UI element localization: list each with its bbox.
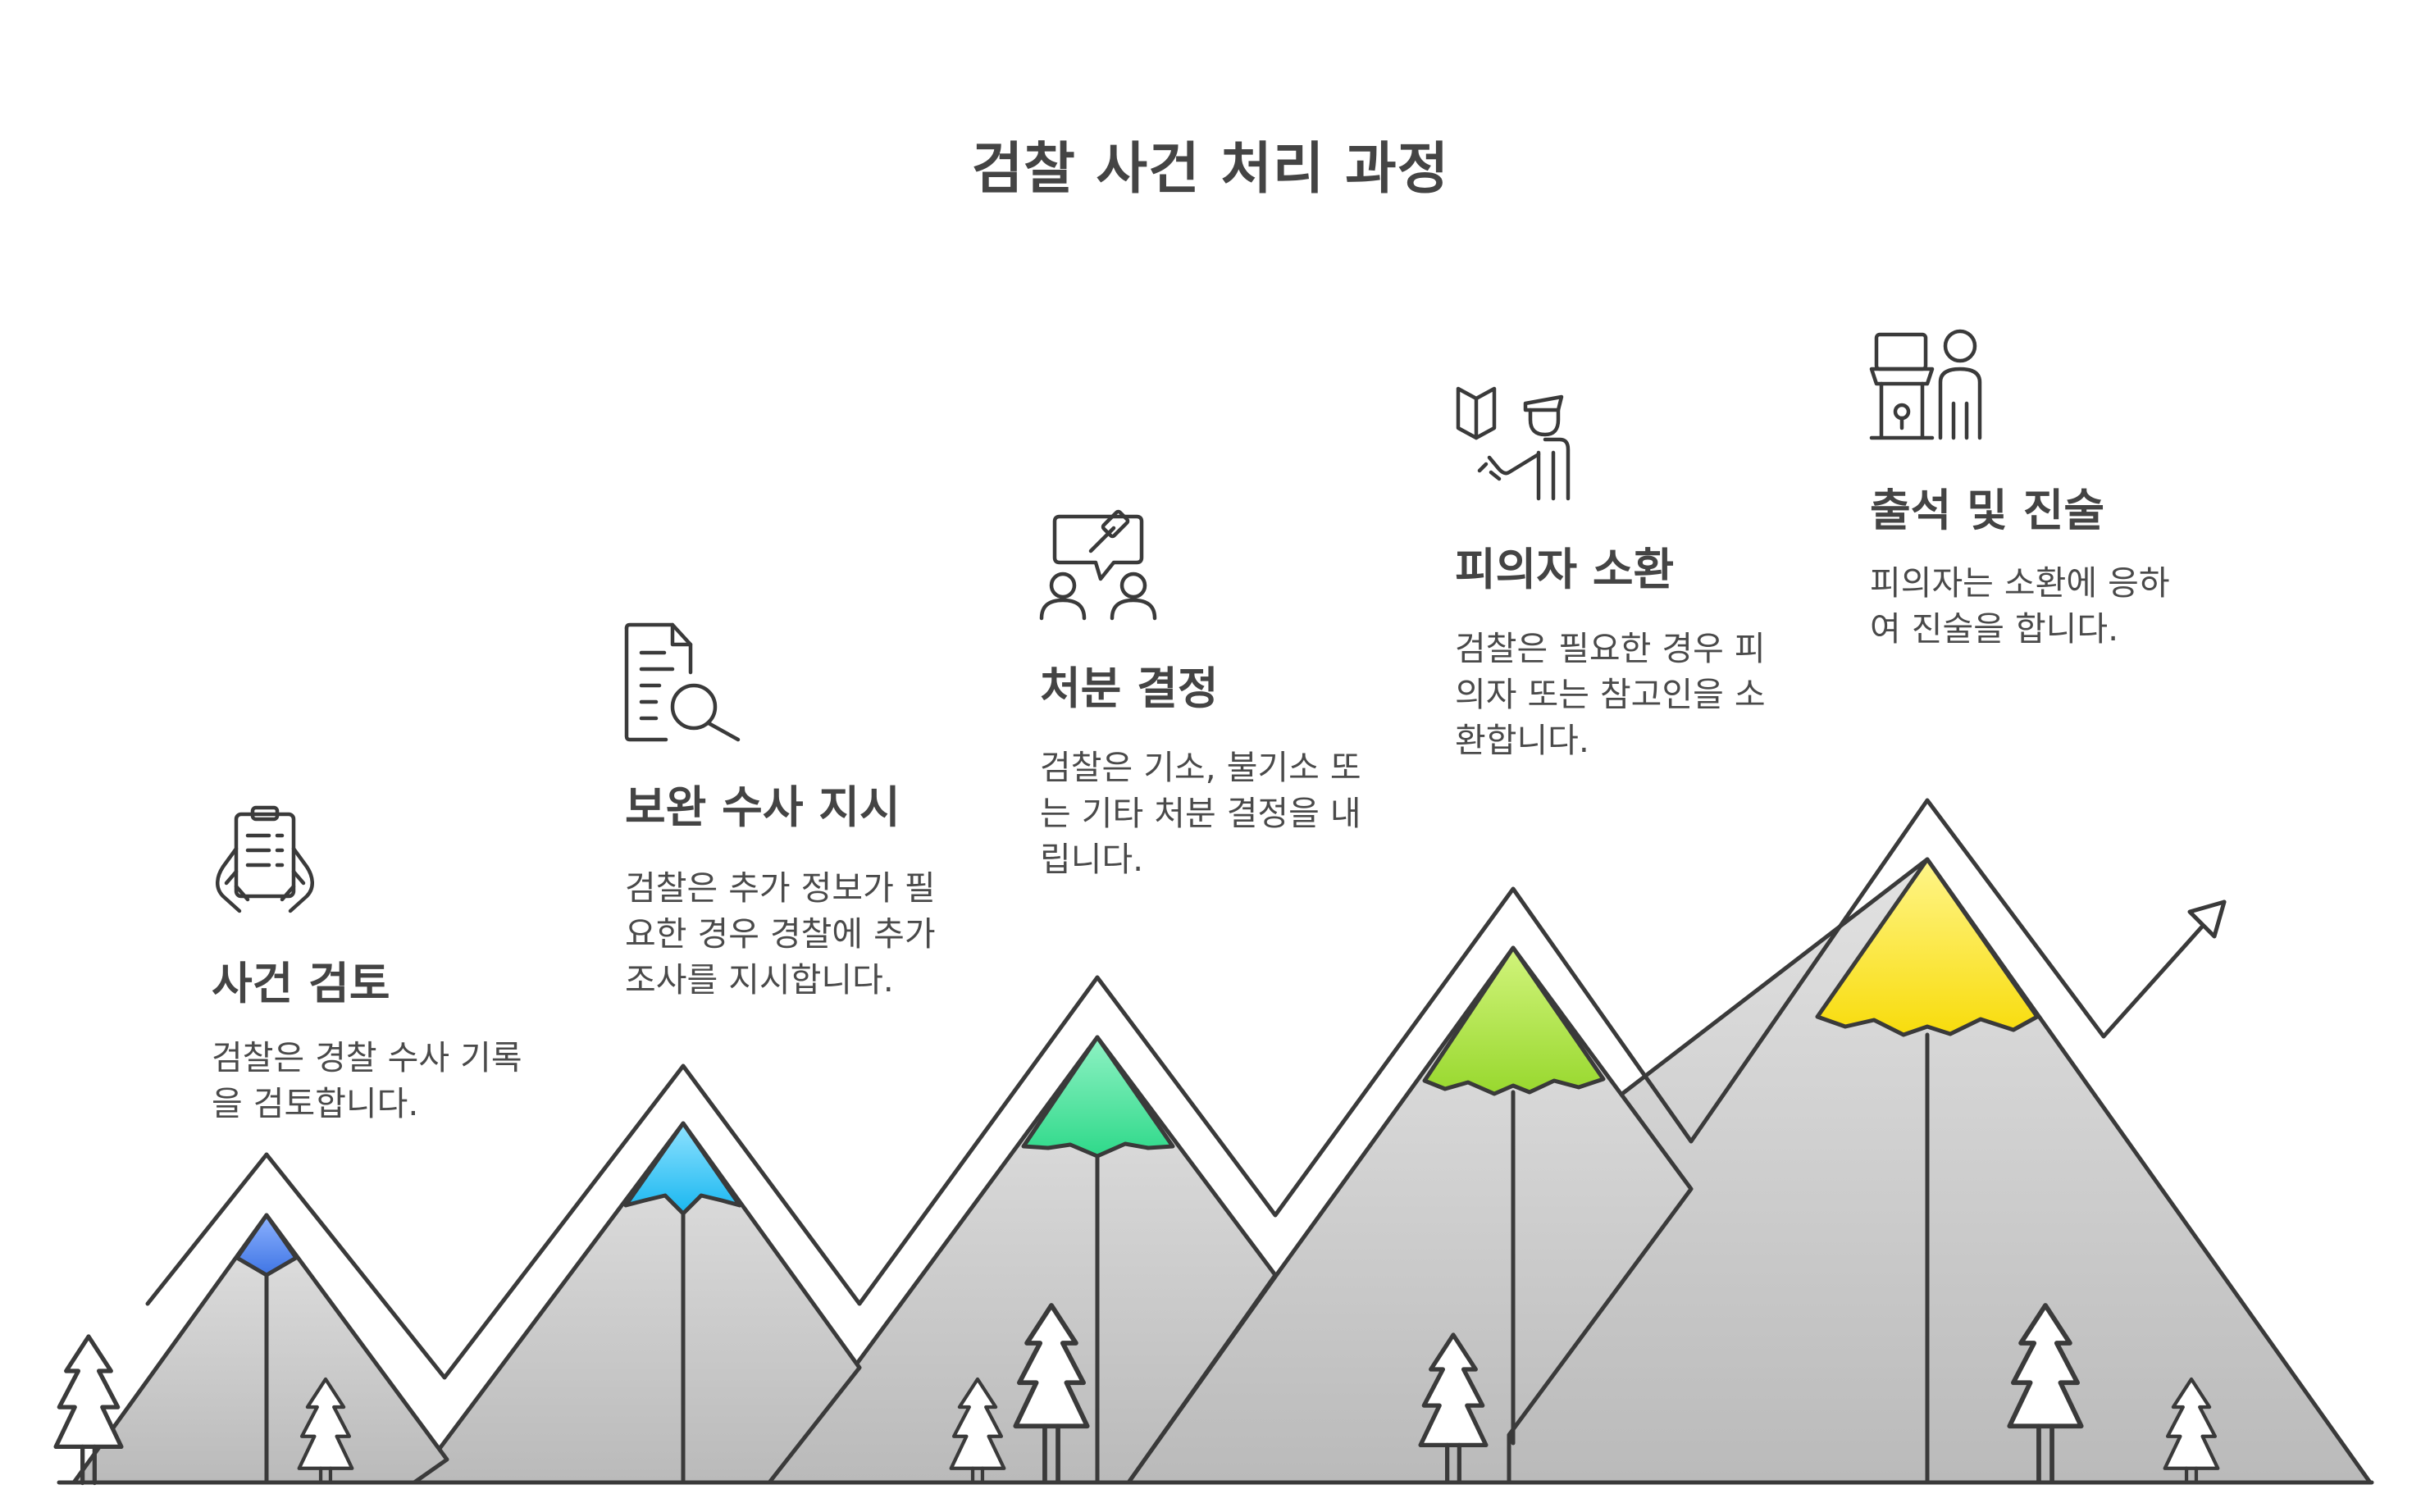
step-1-description: 검찰은 경찰 수사 기록 을 검토합니다. [212, 1035, 522, 1127]
tree-3 [949, 1377, 1006, 1484]
zigzag-line [145, 798, 2227, 1380]
step-4-desc-line: 환합니다. [1455, 721, 1589, 760]
step-3-description: 검찰은 기소, 불기소 또 는 기타 처분 결정을 내 립니다. [1040, 745, 1361, 882]
arrow-head-icon [2187, 899, 2227, 939]
step-4-description: 검찰은 필요한 경우 피 의자 또는 참고인을 소 환합니다. [1455, 626, 1766, 763]
mountain-2-peak [623, 1121, 742, 1216]
step-4-desc-line: 검찰은 필요한 경우 피 [1455, 629, 1766, 668]
step-3-title: 처분 결정 [1040, 663, 1219, 714]
step-2-description: 검찰은 추가 정보가 필 요한 경우 경찰에 추가 조사를 지시합니다. [625, 865, 936, 1003]
witness-stand-icon [1869, 329, 1982, 440]
mountain-4-peak [1422, 945, 1606, 1096]
step-4-desc-line: 의자 또는 참고인을 소 [1455, 675, 1766, 714]
step-2-title: 보완 수사 지시 [625, 781, 900, 833]
tree-7 [2163, 1377, 2220, 1484]
mountain-2 [412, 1121, 862, 1485]
step-4-title: 피의자 소환 [1455, 544, 1675, 595]
step-3-desc-line: 립니다. [1040, 840, 1144, 879]
document-search-icon [624, 622, 741, 742]
step-5-description: 피의자는 소환에 응하 여 진술을 합니다. [1870, 560, 2170, 652]
mountain-3 [767, 1035, 1278, 1485]
step-3-desc-line: 는 기타 처분 결정을 내 [1040, 794, 1361, 833]
document-in-hands-icon [216, 805, 314, 913]
step-1-desc-line: 검찰은 경찰 수사 기록 [212, 1038, 522, 1077]
step-5-desc-line: 여 진술을 합니다. [1870, 609, 2119, 649]
step-1-title: 사건 검토 [212, 958, 390, 1009]
gavel-discussion-icon [1039, 509, 1157, 621]
step-2-desc-line: 조사를 지시합니다. [625, 960, 894, 1000]
tree-4 [1013, 1303, 1090, 1484]
tree-5 [1418, 1332, 1489, 1484]
step-2-desc-line: 요한 경우 경찰에 추가 [625, 914, 936, 954]
mountain-1 [71, 1213, 449, 1485]
tree-2 [297, 1377, 354, 1484]
step-2-desc-line: 검찰은 추가 정보가 필 [625, 868, 936, 908]
tree-6 [2007, 1303, 2084, 1484]
step-1-desc-line: 을 검토합니다. [212, 1084, 419, 1123]
mountain-5-peak [1815, 857, 2040, 1037]
step-5-desc-line: 피의자는 소환에 응하 [1870, 563, 2170, 603]
mountain-3-peak [1021, 1035, 1175, 1159]
step-3-desc-line: 검찰은 기소, 불기소 또 [1040, 748, 1361, 787]
mountain-4 [1126, 945, 1694, 1485]
tree-1 [53, 1334, 124, 1486]
step-5-title: 출석 및 진술 [1870, 485, 2104, 536]
officer-summon-icon [1456, 386, 1571, 501]
page-title: 검찰 사건 처리 과정 [971, 137, 1450, 202]
